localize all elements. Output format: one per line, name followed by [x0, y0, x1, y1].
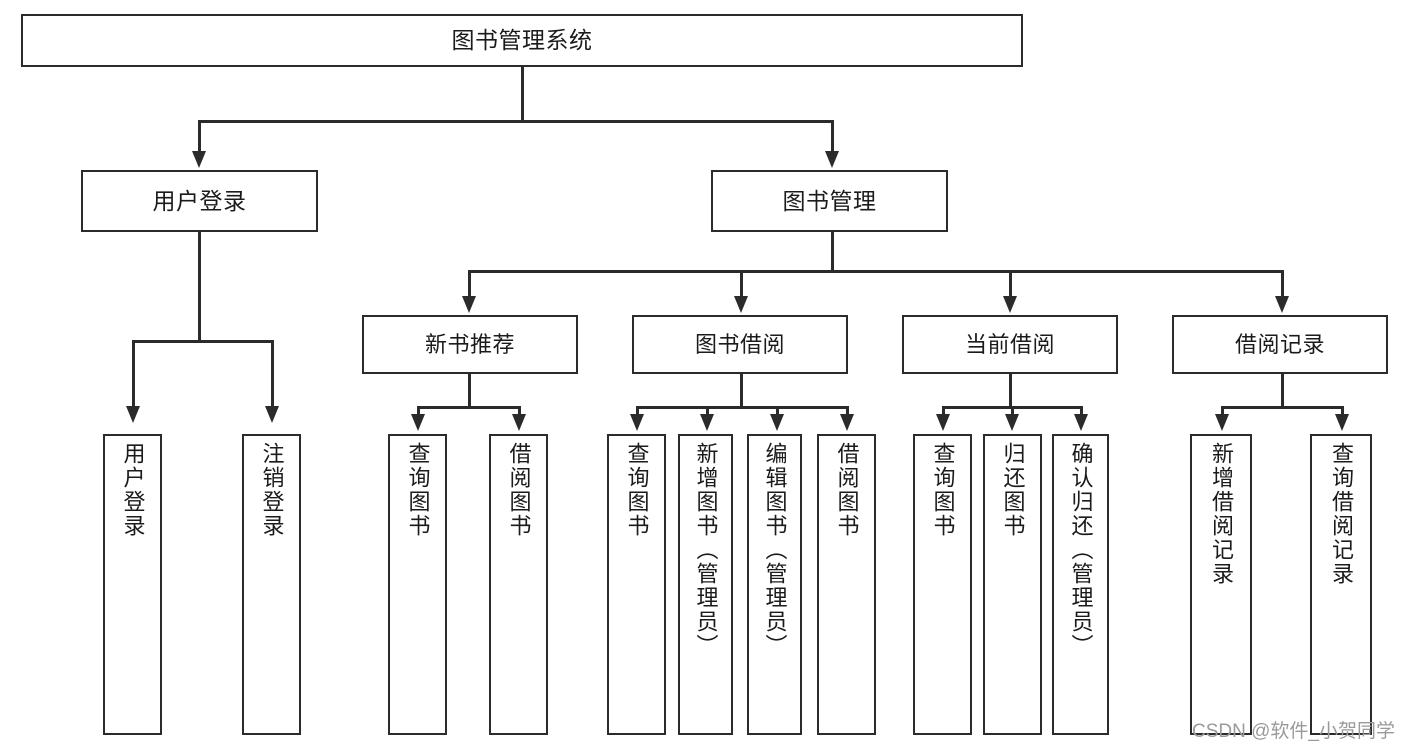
edge-book-borrow-stem	[740, 374, 743, 408]
arrowhead-bm-to-new-book	[462, 296, 476, 313]
edge-borrow-records-to-leaf-2	[1341, 406, 1344, 418]
node-book-management[interactable]: 图书管理	[711, 170, 948, 232]
node-label: 注销登录	[259, 442, 285, 538]
edge-root-stem	[521, 67, 524, 122]
leaf-borrow-records-add-record[interactable]: 新增借阅记录	[1190, 434, 1252, 735]
leaf-current-borrow-query-books[interactable]: 查询图书	[913, 434, 972, 735]
arrowhead-bm-to-current-borrow	[1003, 296, 1017, 313]
arrowhead-bm-to-book-borrow	[734, 296, 748, 313]
node-label: 归还图书	[1000, 442, 1026, 538]
edge-new-book-to-leaf-2	[518, 406, 521, 418]
node-book-borrow[interactable]: 图书借阅	[632, 315, 848, 374]
arrowhead-current-borrow-to-leaf-2	[1005, 414, 1019, 431]
edge-user-login-bus	[132, 340, 274, 343]
node-current-borrow[interactable]: 当前借阅	[902, 315, 1118, 374]
node-label: 查询借阅记录	[1329, 442, 1354, 586]
csdn-watermark: CSDN @软件_小贺同学	[1192, 721, 1395, 742]
edge-current-borrow-to-leaf-2	[1011, 406, 1014, 418]
node-label: 确认归还（管理员）	[1068, 442, 1094, 658]
arrowhead-book-borrow-to-leaf-2	[700, 414, 714, 431]
node-label: 图书管理	[782, 187, 877, 214]
edge-user-login-stem	[198, 232, 201, 342]
node-label: 编辑图书（管理员）	[762, 442, 788, 658]
edge-book-borrow-to-leaf-3	[776, 406, 779, 418]
node-label: 用户登录	[152, 187, 247, 214]
edge-book-management-bus	[468, 270, 1284, 273]
leaf-book-borrow-borrow-books[interactable]: 借阅图书	[817, 434, 876, 735]
node-label: 查询图书	[624, 442, 650, 538]
edge-borrow-records-stem	[1281, 374, 1284, 408]
arrowhead-root-to-user-login	[192, 151, 206, 168]
node-label: 图书借阅	[694, 331, 785, 357]
edge-user-login-to-leaf-2	[271, 340, 274, 408]
leaf-new-book-borrow-books[interactable]: 借阅图书	[489, 434, 548, 735]
edge-bm-to-book-borrow	[740, 270, 743, 298]
edge-book-borrow-to-leaf-2	[706, 406, 709, 418]
edge-current-borrow-to-leaf-1	[942, 406, 945, 418]
arrowhead-book-borrow-to-leaf-3	[770, 414, 784, 431]
edge-book-borrow-to-leaf-1	[636, 406, 639, 418]
arrowhead-bm-to-borrow-records	[1275, 296, 1289, 313]
leaf-current-borrow-confirm-return-admin[interactable]: 确认归还（管理员）	[1052, 434, 1109, 735]
leaf-borrow-records-query-record[interactable]: 查询借阅记录	[1310, 434, 1372, 735]
arrowhead-new-book-to-leaf-2	[512, 414, 526, 431]
node-user-login[interactable]: 用户登录	[81, 170, 318, 232]
arrowhead-current-borrow-to-leaf-1	[936, 414, 950, 431]
edge-root-bus	[198, 120, 834, 123]
edge-book-borrow-to-leaf-4	[846, 406, 849, 418]
leaf-new-book-query-books[interactable]: 查询图书	[388, 434, 447, 735]
edge-bm-to-new-book	[468, 270, 471, 298]
node-label: 查询图书	[930, 442, 956, 538]
node-label: 查询图书	[405, 442, 431, 538]
arrowhead-root-to-book-management	[825, 151, 839, 168]
edge-current-borrow-to-leaf-3	[1080, 406, 1083, 418]
node-label: 图书管理系统	[451, 27, 593, 54]
edge-new-book-bus	[417, 406, 521, 409]
leaf-book-borrow-edit-book-admin[interactable]: 编辑图书（管理员）	[747, 434, 802, 735]
node-label: 新书推荐	[424, 331, 515, 357]
node-root-book-management-system[interactable]: 图书管理系统	[21, 14, 1023, 67]
leaf-user-login-logout[interactable]: 注销登录	[242, 434, 301, 735]
node-borrow-records[interactable]: 借阅记录	[1172, 315, 1388, 374]
node-label: 借阅图书	[506, 442, 532, 538]
edge-root-to-book-management	[831, 120, 834, 153]
node-label: 当前借阅	[964, 331, 1055, 357]
edge-new-book-stem	[468, 374, 471, 408]
leaf-current-borrow-return-books[interactable]: 归还图书	[983, 434, 1042, 735]
edge-bm-to-current-borrow	[1009, 270, 1012, 298]
arrowhead-new-book-to-leaf-1	[411, 414, 425, 431]
node-new-book-recommend[interactable]: 新书推荐	[362, 315, 578, 374]
arrowhead-book-borrow-to-leaf-4	[840, 414, 854, 431]
edge-root-to-user-login	[198, 120, 201, 153]
edge-bm-to-borrow-records	[1281, 270, 1284, 298]
edge-user-login-to-leaf-1	[132, 340, 135, 408]
node-label: 用户登录	[120, 442, 146, 538]
leaf-book-borrow-query-books[interactable]: 查询图书	[607, 434, 666, 735]
arrowhead-borrow-records-to-leaf-1	[1215, 414, 1229, 431]
leaf-user-login-login[interactable]: 用户登录	[103, 434, 162, 735]
node-label: 借阅记录	[1234, 331, 1325, 357]
node-label: 借阅图书	[834, 442, 860, 538]
arrowhead-borrow-records-to-leaf-2	[1335, 414, 1349, 431]
arrowhead-user-login-to-leaf-1	[126, 406, 140, 423]
arrowhead-current-borrow-to-leaf-3	[1074, 414, 1088, 431]
leaf-book-borrow-add-book-admin[interactable]: 新增图书（管理员）	[678, 434, 733, 735]
edge-new-book-to-leaf-1	[417, 406, 420, 418]
edge-borrow-records-to-leaf-1	[1221, 406, 1224, 418]
arrowhead-book-borrow-to-leaf-1	[630, 414, 644, 431]
node-label: 新增图书（管理员）	[693, 442, 719, 658]
edge-book-management-stem	[831, 232, 834, 272]
node-label: 新增借阅记录	[1209, 442, 1234, 586]
edge-borrow-records-bus	[1221, 406, 1343, 409]
edge-current-borrow-stem	[1009, 374, 1012, 408]
edge-book-borrow-bus	[636, 406, 848, 409]
arrowhead-user-login-to-leaf-2	[265, 406, 279, 423]
